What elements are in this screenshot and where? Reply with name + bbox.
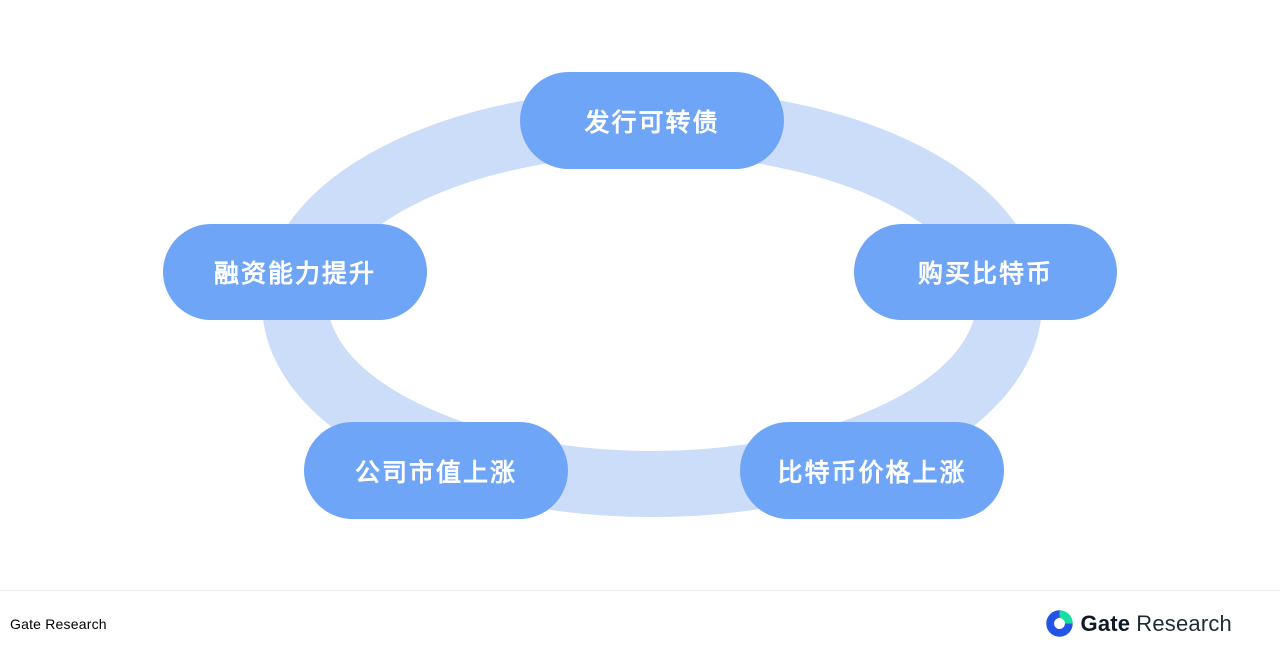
node-label: 购买比特币: [917, 260, 1053, 288]
node-financing-capacity-up: 融资能力提升: [163, 224, 427, 320]
node-bitcoin-price-up: 比特币价格上涨: [740, 422, 1004, 519]
node-buy-bitcoin: 购买比特币: [854, 224, 1117, 320]
node-label: 公司市值上涨: [354, 458, 517, 487]
brand-suffix: Research: [1136, 610, 1232, 636]
footer-credit-text: Gate Research: [10, 615, 107, 632]
node-company-market-cap-up: 公司市值上涨: [304, 422, 568, 519]
gate-logo-icon: [1045, 610, 1073, 637]
node-issue-convertible-bonds: 发行可转债: [520, 72, 784, 169]
brand-name: Gate: [1080, 610, 1131, 636]
node-label: 发行可转债: [584, 108, 720, 137]
node-label: 融资能力提升: [213, 260, 376, 288]
node-label: 比特币价格上涨: [777, 458, 967, 487]
